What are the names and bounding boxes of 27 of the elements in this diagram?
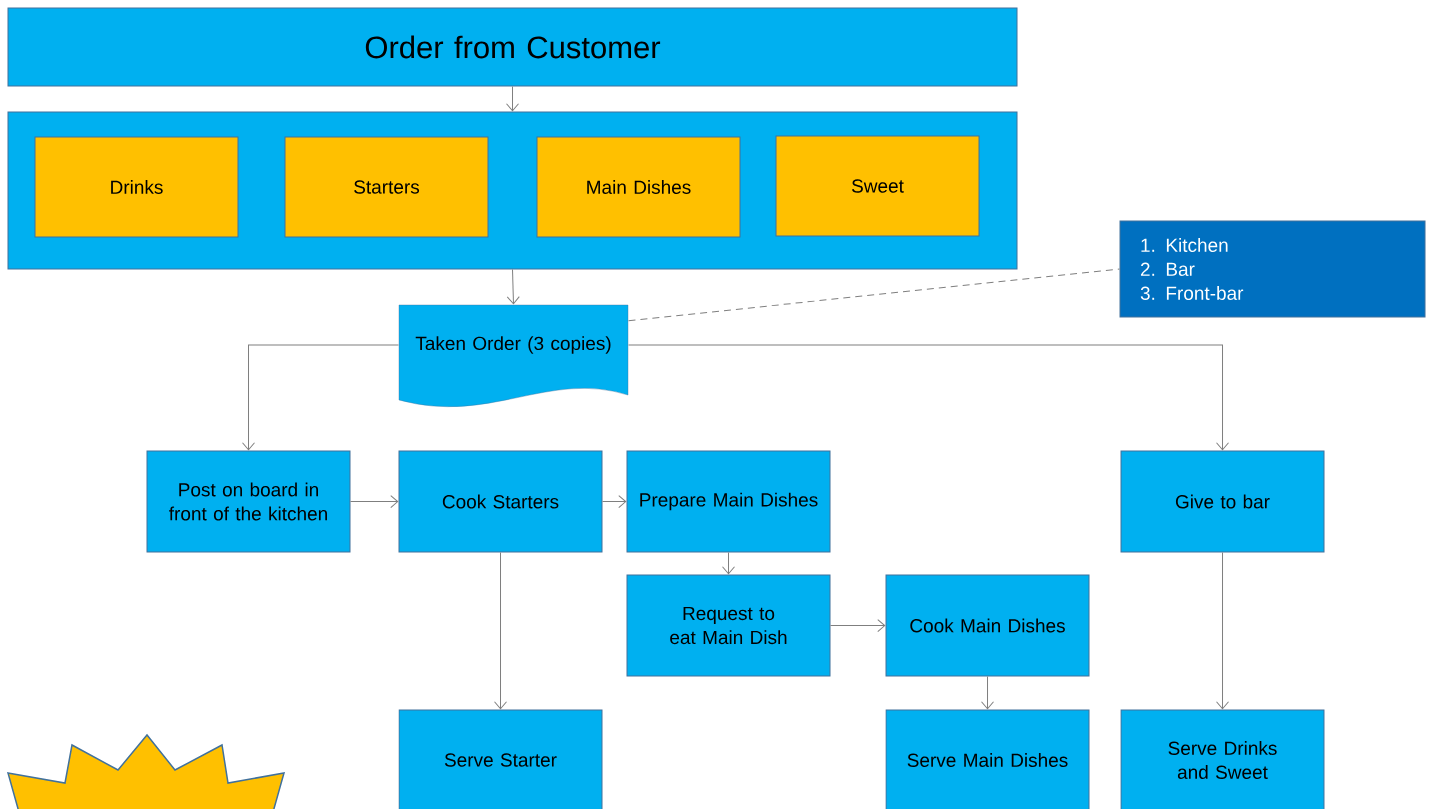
callout-box: 1. Kitchen 2. Bar 3. Front-bar xyxy=(1119,220,1426,318)
process-box: Serve Drinks and Sweet xyxy=(1120,709,1325,809)
arrow xyxy=(506,269,520,305)
arrow xyxy=(981,676,994,710)
process-box: Serve Starter xyxy=(398,709,603,809)
process-box: Give to bar xyxy=(1120,450,1325,553)
arrow xyxy=(628,344,1229,451)
category-box: Starters xyxy=(284,136,489,238)
category-box: Sweet xyxy=(775,135,980,237)
process-box: Cook Main Dishes xyxy=(885,574,1090,677)
process-box: Cook Starters xyxy=(398,450,603,553)
arrow xyxy=(506,86,519,112)
arrow xyxy=(830,619,886,632)
title-bar: Order from Customer xyxy=(7,7,1018,87)
category-box: Main Dishes xyxy=(536,136,741,238)
arrow xyxy=(722,552,735,575)
leader-line xyxy=(628,268,1120,322)
process-box: Post on board in front of the kitchen xyxy=(146,450,351,553)
arrow xyxy=(602,495,627,508)
arrow xyxy=(494,552,507,710)
arrow xyxy=(242,344,399,451)
process-box: Prepare Main Dishes xyxy=(626,450,831,553)
arrow xyxy=(350,495,399,508)
arrow xyxy=(1216,552,1229,710)
category-box: Drinks xyxy=(34,136,239,238)
process-box: Serve Main Dishes xyxy=(885,709,1090,809)
process-box: Request to eat Main Dish xyxy=(626,574,831,677)
